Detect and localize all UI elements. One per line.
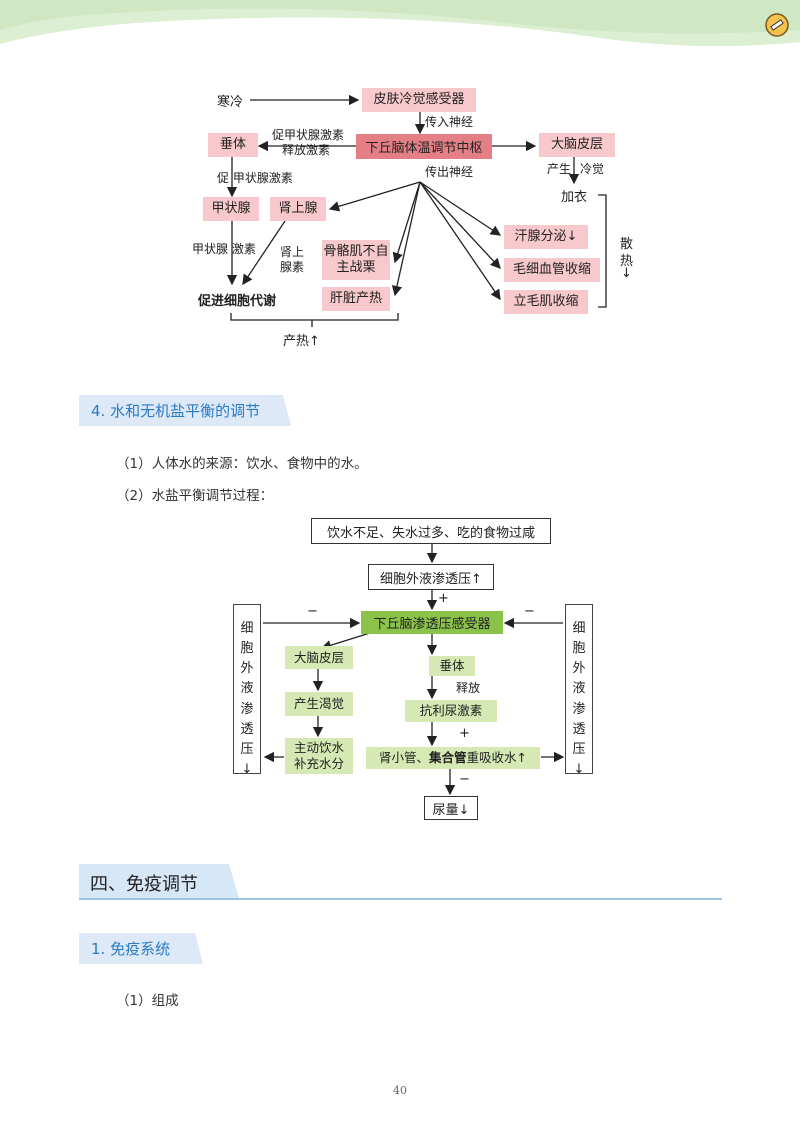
adrenaline-label-1: 肾上 bbox=[280, 245, 305, 259]
left-side-char: 细 bbox=[240, 621, 254, 636]
thirst-box: 产生渴觉 bbox=[285, 692, 353, 716]
diagram2-arrows bbox=[263, 542, 565, 796]
cortex-box: 大脑皮层 bbox=[285, 646, 353, 669]
section4-line1: （1）人体水的来源：饮水、食物中的水。 bbox=[116, 456, 368, 472]
dissipate-label-1: 散 bbox=[620, 237, 634, 252]
plus-sign-2: + bbox=[459, 726, 470, 741]
left-side-char: 透 bbox=[240, 721, 254, 737]
kidney-part-b: 集合管 bbox=[429, 750, 467, 766]
section1-title: 1. 免疫系统 bbox=[79, 933, 191, 964]
page-number: 40 bbox=[393, 1084, 407, 1097]
left-side-char: ↓ bbox=[241, 761, 253, 777]
drink-line-2: 补充水分 bbox=[293, 756, 344, 771]
liver-box: 肝脏产热 bbox=[322, 287, 390, 311]
trh-label-2: 释放激素 bbox=[282, 143, 331, 157]
header-decoration bbox=[0, 0, 800, 47]
urine-box: 尿量↓ bbox=[424, 796, 478, 820]
release-label: 释放 bbox=[456, 681, 481, 695]
chapter4-title: 四、免疫调节 bbox=[90, 874, 198, 895]
right-side-char: 透 bbox=[572, 721, 586, 737]
left-side-char: 胞 bbox=[240, 641, 254, 657]
heat-production-label: 产热↑ bbox=[283, 334, 320, 349]
metabolism-label: 促进细胞代谢 bbox=[198, 294, 277, 309]
afferent-nerve-label: 传入神经 bbox=[425, 115, 474, 129]
cold-sense-label-a: 产生 bbox=[547, 162, 572, 176]
osmotic-up-box: 细胞外液渗透压↑ bbox=[368, 564, 494, 590]
add-clothes-label: 加衣 bbox=[561, 190, 588, 205]
chapter4-title-tail bbox=[225, 864, 239, 898]
section1-line1: （1）组成 bbox=[116, 993, 179, 1009]
pituitary-box-2: 垂体 bbox=[429, 656, 475, 676]
thyroxine-label: 甲状腺 激素 bbox=[192, 242, 256, 256]
minus-sign-right: − bbox=[524, 604, 535, 619]
piloerect-box: 立毛肌收缩 bbox=[504, 290, 588, 314]
section1-tag-tail bbox=[191, 933, 203, 964]
trh-label-1: 促甲状腺激素 bbox=[272, 128, 345, 142]
cause-box: 饮水不足、失水过多、吃的食物过咸 bbox=[311, 518, 551, 544]
cold-label: 寒冷 bbox=[217, 95, 244, 110]
right-side-char: ↓ bbox=[573, 761, 585, 777]
chapter4-underline bbox=[79, 898, 722, 900]
section4-line2: （2）水盐平衡调节过程： bbox=[116, 488, 274, 504]
shiver-box: 骨骼肌不自主战栗 bbox=[322, 240, 390, 280]
right-osmotic-down-box: 细 胞 外 液 渗 透 压 ↓ bbox=[565, 604, 593, 777]
cerebral-cortex-box: 大脑皮层 bbox=[539, 133, 615, 157]
right-side-char: 细 bbox=[572, 621, 586, 636]
right-side-char: 胞 bbox=[572, 641, 586, 657]
adrenal-box: 肾上腺 bbox=[270, 197, 326, 221]
minus-sign-bottom: − bbox=[459, 772, 470, 787]
right-side-char: 渗 bbox=[572, 701, 586, 717]
efferent-nerve-label: 传出神经 bbox=[425, 165, 474, 179]
left-side-char: 渗 bbox=[240, 701, 254, 717]
dissipate-label-2: 热 bbox=[620, 254, 634, 269]
left-side-char: 外 bbox=[240, 661, 254, 677]
right-side-char: 液 bbox=[572, 681, 586, 697]
drink-box: 主动饮水 补充水分 bbox=[285, 738, 353, 774]
left-osmotic-down-box: 细 胞 外 液 渗 透 压 ↓ bbox=[233, 604, 261, 777]
kidney-part-a: 肾小管、 bbox=[378, 750, 429, 766]
minus-sign-left: − bbox=[307, 604, 318, 619]
skin-receptor-box: 皮肤冷觉感受器 bbox=[362, 88, 476, 112]
left-side-char: 液 bbox=[240, 681, 254, 697]
adh-box: 抗利尿激素 bbox=[405, 700, 497, 722]
right-side-char: 外 bbox=[572, 661, 586, 677]
cold-sense-label-b: 冷觉 bbox=[580, 162, 605, 176]
pituitary-box: 垂体 bbox=[208, 133, 258, 157]
hypothalamus-center-box: 下丘脑体温调节中枢 bbox=[356, 134, 492, 159]
plus-sign-1: + bbox=[438, 591, 449, 606]
pencil-badge-icon bbox=[764, 12, 790, 38]
sweat-box: 汗腺分泌↓ bbox=[504, 225, 588, 249]
section4-tag-tail bbox=[277, 395, 291, 426]
adrenaline-label-2: 腺素 bbox=[280, 260, 305, 274]
chapter4-title-bg bbox=[79, 864, 227, 898]
diagram1-arrows bbox=[226, 94, 607, 327]
section4-title: 4. 水和无机盐平衡的调节 bbox=[79, 395, 277, 426]
drink-line-1: 主动饮水 bbox=[293, 740, 344, 756]
right-side-char: 压 bbox=[572, 741, 586, 757]
kidney-box: 肾小管、集合管重吸收水↑ bbox=[366, 747, 540, 769]
kidney-part-c: 重吸收水↑ bbox=[466, 750, 527, 766]
dissipate-label-3: ↓ bbox=[621, 266, 632, 281]
osmoreceptor-box: 下丘脑渗透压感受器 bbox=[361, 611, 503, 634]
left-side-char: 压 bbox=[240, 741, 254, 757]
thyroid-box: 甲状腺 bbox=[203, 197, 259, 221]
capillary-box: 毛细血管收缩 bbox=[504, 258, 600, 282]
tsh-label: 促 甲状腺激素 bbox=[217, 171, 293, 185]
